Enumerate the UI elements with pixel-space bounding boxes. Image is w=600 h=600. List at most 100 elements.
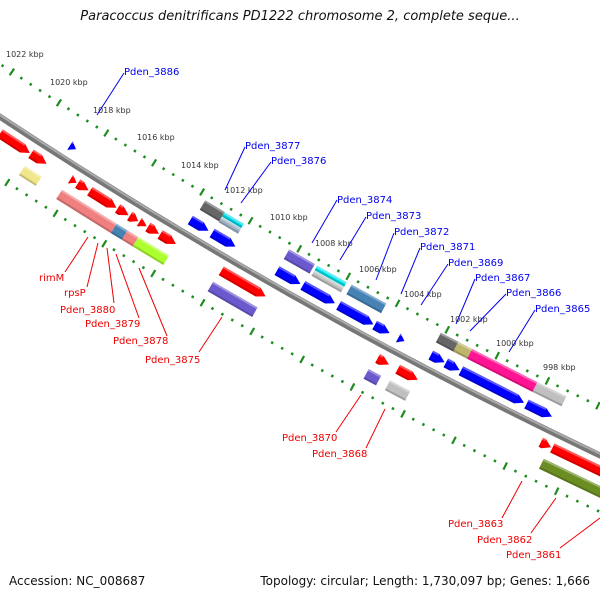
gene-label[interactable]: Pden_3868 [312, 449, 367, 460]
gene-label[interactable]: Pden_3871 [420, 242, 475, 253]
gene-label[interactable]: Pden_3874 [337, 195, 392, 206]
feature-shape [384, 380, 411, 401]
minor-tick [278, 235, 282, 240]
gene-label[interactable]: Pden_3879 [85, 319, 140, 330]
minor-tick [596, 509, 600, 513]
gene-label[interactable]: rimM [39, 273, 64, 284]
minor-tick [586, 504, 590, 508]
gene-label[interactable]: Pden_3869 [448, 258, 503, 269]
feature-highlight [71, 141, 75, 145]
minor-tick [142, 155, 147, 159]
gene-label[interactable]: Pden_3863 [448, 519, 503, 530]
feature-highlight [367, 368, 382, 378]
minor-tick [92, 235, 97, 240]
minor-tick [66, 107, 71, 111]
feature-shadow [538, 466, 600, 498]
major-tick [151, 158, 158, 167]
minor-tick [326, 263, 331, 268]
minor-tick [0, 63, 5, 68]
gene-label[interactable]: Pden_3866 [506, 288, 561, 299]
minor-tick [24, 193, 29, 197]
minor-tick [47, 94, 52, 99]
minor-tick [220, 312, 225, 316]
forward-gene-feature [524, 399, 552, 418]
feature-shape [157, 230, 176, 244]
feature-highlight [23, 165, 42, 179]
gene-label[interactable]: Pden_3865 [535, 304, 590, 315]
feature-shadow [274, 273, 292, 285]
minor-tick [485, 348, 489, 353]
feature-highlight [126, 230, 139, 239]
minor-tick [307, 252, 311, 257]
forward-gene-labels: Pden_3886 Pden_3877 Pden_3876 Pden_3874 … [124, 67, 590, 315]
minor-tick [421, 422, 426, 427]
gene-label[interactable]: Pden_3862 [477, 535, 532, 546]
feature-shape [346, 284, 387, 314]
leader-line [240, 161, 272, 204]
minor-tick [513, 469, 518, 473]
gene-label[interactable]: Pden_3877 [245, 141, 300, 152]
feature-highlight [389, 380, 411, 393]
major-tick [55, 98, 63, 107]
feature-shadow [346, 292, 383, 314]
gene-label[interactable]: Pden_3867 [475, 273, 530, 284]
major-tick [8, 67, 16, 76]
kbp-label: 998 kbp [543, 363, 576, 372]
reverse-gene-feature [384, 380, 411, 401]
forward-gene-feature [428, 350, 445, 363]
gene-label[interactable]: Pden_3878 [113, 336, 168, 347]
minor-tick [465, 338, 469, 342]
feature-shadow [0, 137, 22, 153]
major-tick [451, 436, 457, 445]
feature-shape [218, 217, 242, 234]
kbp-labels: 1022 kbp 1020 kbp 1018 kbp 1016 kbp 1014… [6, 50, 576, 372]
minor-tick [405, 306, 410, 311]
minor-tick [34, 199, 38, 203]
minor-tick [290, 352, 294, 356]
reverse-gene-feature [157, 230, 176, 244]
gene-label[interactable]: Pden_3886 [124, 67, 179, 78]
feature-shape [550, 443, 600, 477]
tick-tracks [0, 63, 600, 513]
feature-shadow [300, 287, 327, 304]
major-tick [553, 487, 560, 496]
minor-tick [280, 346, 284, 351]
major-tick [199, 298, 206, 307]
backbone [0, 113, 600, 459]
feature-highlight [553, 443, 600, 468]
topology-summary: Topology: circular; Length: 1,730,097 bp… [260, 574, 590, 588]
reverse-gene-feature [538, 437, 551, 449]
minor-tick [131, 259, 136, 264]
reverse-gene-feature [67, 174, 77, 185]
minor-tick [83, 229, 87, 234]
minor-tick [95, 125, 99, 129]
reverse-gene-feature [538, 458, 600, 498]
gene-label[interactable]: Pden_3875 [145, 355, 200, 366]
gene-label[interactable]: Pden_3880 [60, 305, 115, 316]
leader-line [559, 517, 600, 549]
gene-label[interactable]: Pden_3870 [282, 433, 337, 444]
feature-shape [127, 211, 139, 222]
forward-gene-feature [443, 358, 460, 371]
gene-label[interactable]: Pden_3861 [506, 550, 561, 561]
feature-shadow [395, 371, 409, 381]
minor-tick [475, 343, 479, 348]
feature-shape [199, 200, 225, 222]
feature-highlight [278, 266, 296, 278]
gene-label[interactable]: Pden_3876 [271, 156, 326, 167]
minor-tick [229, 207, 233, 212]
feature-highlight [222, 266, 261, 290]
feature-highlight [131, 211, 135, 215]
feature-highlight [161, 230, 172, 238]
leader-line [455, 278, 476, 325]
reverse-gene-feature [121, 230, 139, 247]
gene-label[interactable]: Pden_3872 [394, 227, 449, 238]
gene-label[interactable]: rpsP [64, 288, 86, 299]
feature-shadow [363, 376, 377, 386]
feature-shadow [127, 218, 131, 222]
minor-tick [122, 253, 126, 258]
minor-tick [268, 230, 272, 234]
gene-label[interactable]: Pden_3873 [366, 211, 421, 222]
leader-line [469, 293, 507, 332]
feature-shadow [209, 235, 227, 247]
